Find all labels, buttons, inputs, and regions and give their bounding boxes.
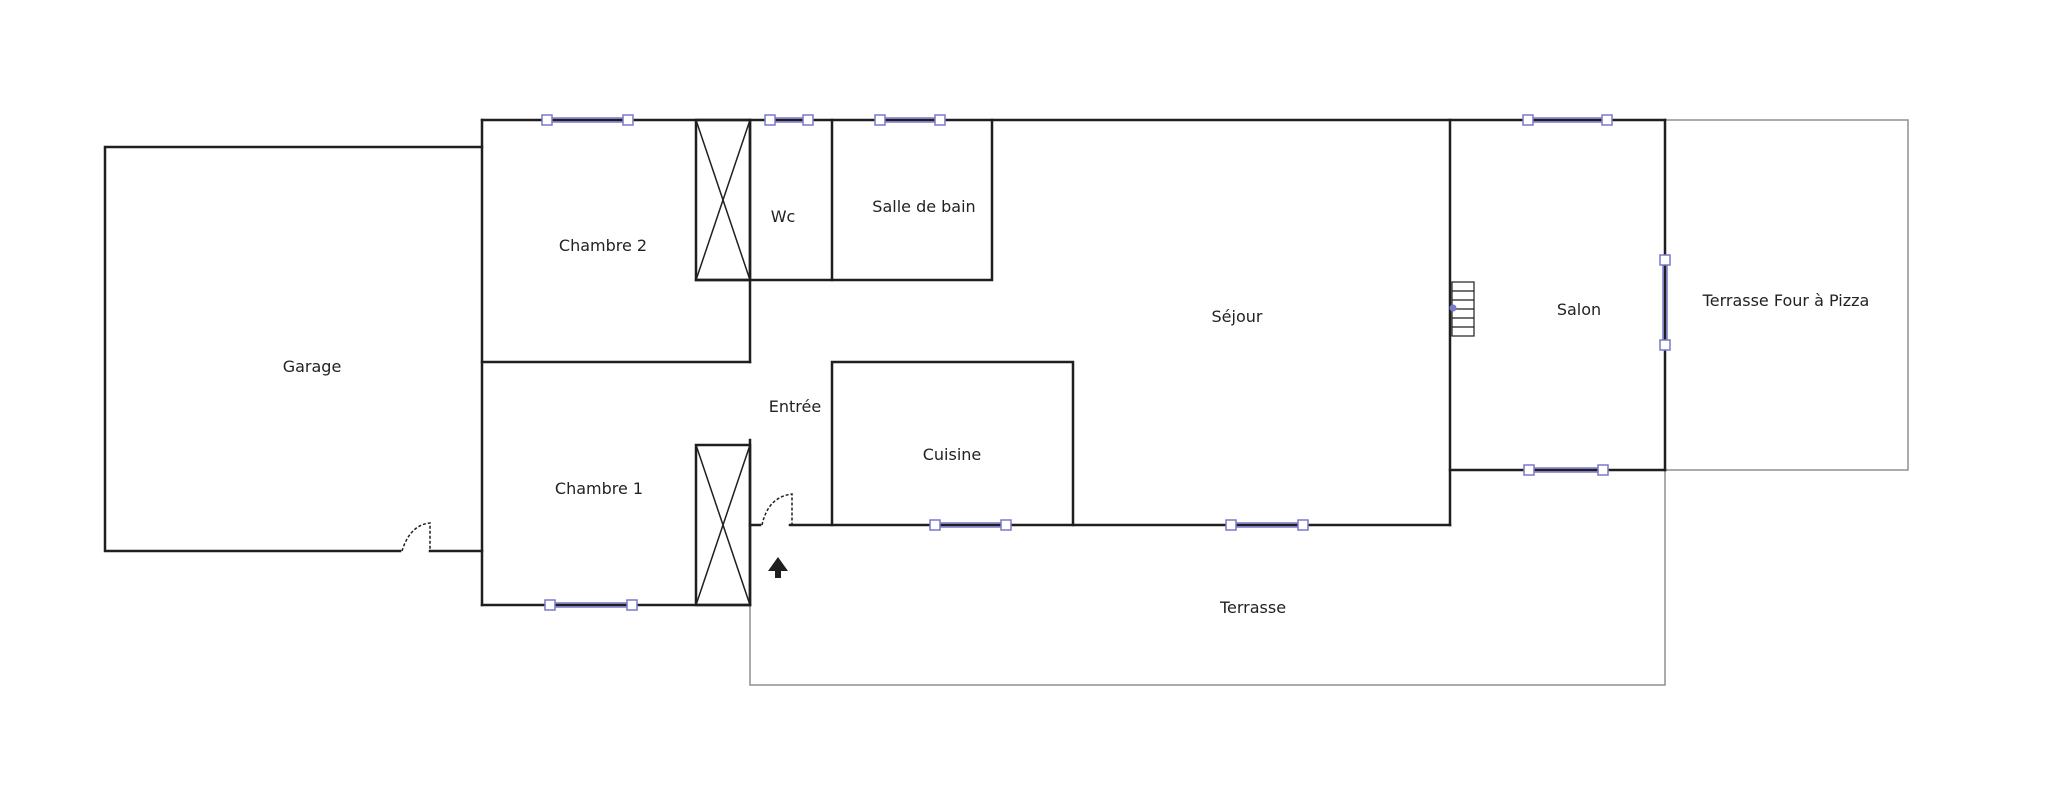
window-icon [1659, 254, 1671, 351]
room-label-wc: Wc [771, 207, 796, 226]
room-labels: Garage Chambre 2 Chambre 1 Wc Salle de b… [283, 197, 1870, 617]
closet-cross-icon [695, 119, 751, 606]
room-label-cuisine: Cuisine [923, 445, 982, 464]
window-icon [541, 114, 634, 126]
garage-walls [103, 145, 484, 553]
window-icon [1522, 114, 1613, 126]
entry-door-swing-icon [761, 493, 793, 526]
windows [541, 114, 1671, 611]
room-label-terrasse-four: Terrasse Four à Pizza [1702, 291, 1870, 310]
garage-door-swing-icon [401, 522, 431, 552]
room-label-salle-de-bain: Salle de bain [872, 197, 975, 216]
door-swing-icon [401, 493, 793, 552]
wall-bath-bottom [694, 118, 994, 282]
room-label-garage: Garage [283, 357, 342, 376]
window-icon [874, 114, 946, 126]
wall-kitchen [830, 360, 1075, 527]
entrance-arrow-icon [768, 557, 788, 578]
stairs-marker-icon [1449, 304, 1457, 312]
window-icon [544, 599, 638, 611]
window-icon [1225, 519, 1309, 531]
terrasse-outline [749, 470, 1666, 686]
room-label-entree: Entrée [769, 397, 821, 416]
room-label-chambre-1: Chambre 1 [555, 479, 643, 498]
room-label-chambre-2: Chambre 2 [559, 236, 647, 255]
room-label-terrasse: Terrasse [1219, 598, 1286, 617]
outdoor-outlines [749, 119, 1909, 686]
room-label-salon: Salon [1557, 300, 1601, 319]
window-icon [1523, 464, 1609, 476]
room-label-sejour: Séjour [1212, 307, 1263, 326]
window-icon [764, 114, 814, 126]
walls [103, 118, 1667, 607]
window-icon [929, 519, 1012, 531]
terrasse-four-outline [1665, 119, 1909, 471]
